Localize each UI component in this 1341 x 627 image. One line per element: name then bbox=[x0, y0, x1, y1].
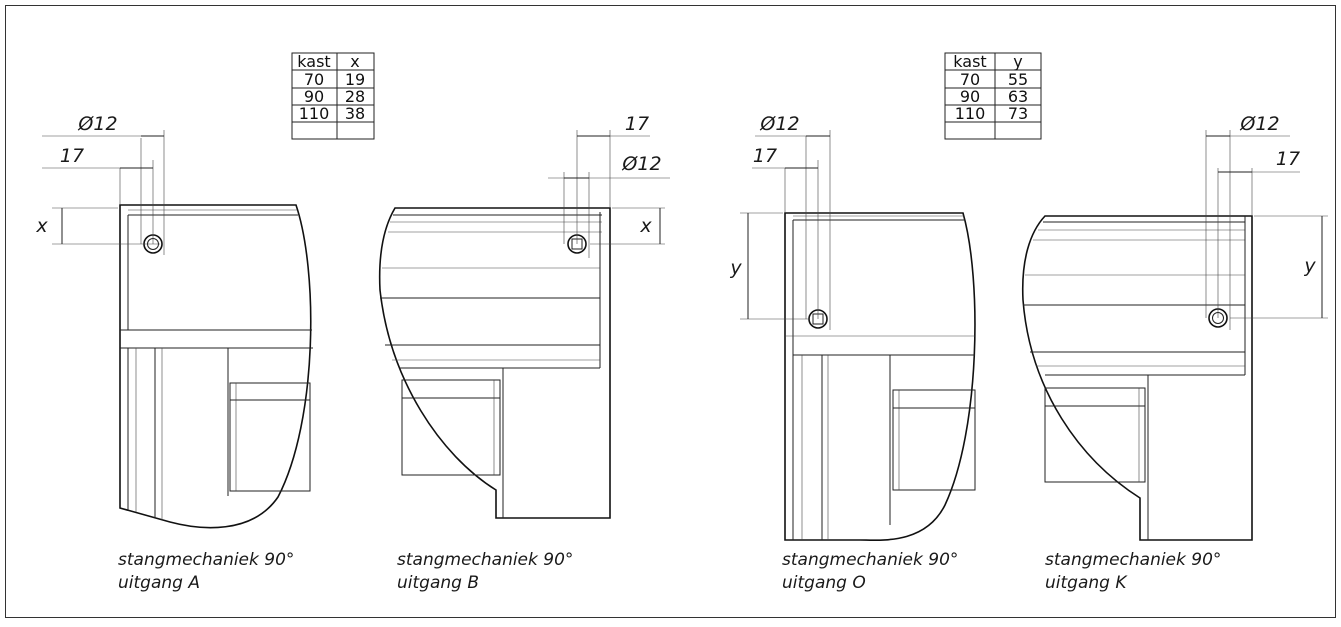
caption-a-line2: uitgang A bbox=[118, 573, 200, 593]
table-header-y: y bbox=[1013, 52, 1022, 71]
offset-label: 17 bbox=[1276, 148, 1300, 170]
table-kast-x: kast x 70 19 90 28 110 38 bbox=[291, 52, 375, 140]
x-label: x bbox=[35, 215, 48, 237]
table-cell: 63 bbox=[1008, 87, 1028, 106]
caption-b-line2: uitgang B bbox=[397, 573, 479, 593]
caption-b-line1: stangmechaniek 90° bbox=[397, 550, 573, 570]
y-label: y bbox=[729, 257, 742, 279]
offset-label: 17 bbox=[625, 113, 649, 135]
x-label: x bbox=[639, 215, 652, 237]
table-header-kast: kast bbox=[297, 52, 330, 71]
caption-o-line1: stangmechaniek 90° bbox=[782, 550, 958, 570]
table-kast-y: kast y 70 55 90 63 110 73 bbox=[944, 52, 1042, 140]
table-cell: 70 bbox=[960, 70, 980, 89]
table-cell: 70 bbox=[304, 70, 324, 89]
offset-label: 17 bbox=[753, 145, 777, 167]
table-cell: 110 bbox=[955, 104, 986, 123]
diameter-label: Ø12 bbox=[759, 113, 799, 135]
caption-a-line1: stangmechaniek 90° bbox=[118, 550, 294, 570]
diameter-label: Ø12 bbox=[621, 153, 661, 175]
caption-o-line2: uitgang O bbox=[782, 573, 866, 593]
table-cell: 19 bbox=[345, 70, 365, 89]
view-uitgang-a: Ø12 17 x bbox=[35, 113, 313, 529]
table-header-x: x bbox=[350, 52, 359, 71]
table-cell: 90 bbox=[960, 87, 980, 106]
diameter-label: Ø12 bbox=[1239, 113, 1279, 135]
table-cell: 38 bbox=[345, 104, 365, 123]
view-uitgang-k: Ø12 17 y bbox=[1021, 113, 1328, 541]
table-cell: 28 bbox=[345, 87, 365, 106]
table-header-kast: kast bbox=[953, 52, 986, 71]
y-label: y bbox=[1303, 255, 1316, 277]
caption-k-line2: uitgang K bbox=[1045, 573, 1128, 593]
caption-k-line1: stangmechaniek 90° bbox=[1045, 550, 1221, 570]
table-cell: 90 bbox=[304, 87, 324, 106]
table-cell: 73 bbox=[1008, 104, 1028, 123]
view-uitgang-b: 17 Ø12 x bbox=[378, 113, 670, 519]
table-cell: 110 bbox=[299, 104, 330, 123]
table-cell: 55 bbox=[1008, 70, 1028, 89]
offset-label: 17 bbox=[60, 145, 84, 167]
view-uitgang-o: Ø12 17 y bbox=[729, 113, 976, 541]
sheet-border bbox=[5, 5, 1336, 618]
diameter-label: Ø12 bbox=[77, 113, 117, 135]
